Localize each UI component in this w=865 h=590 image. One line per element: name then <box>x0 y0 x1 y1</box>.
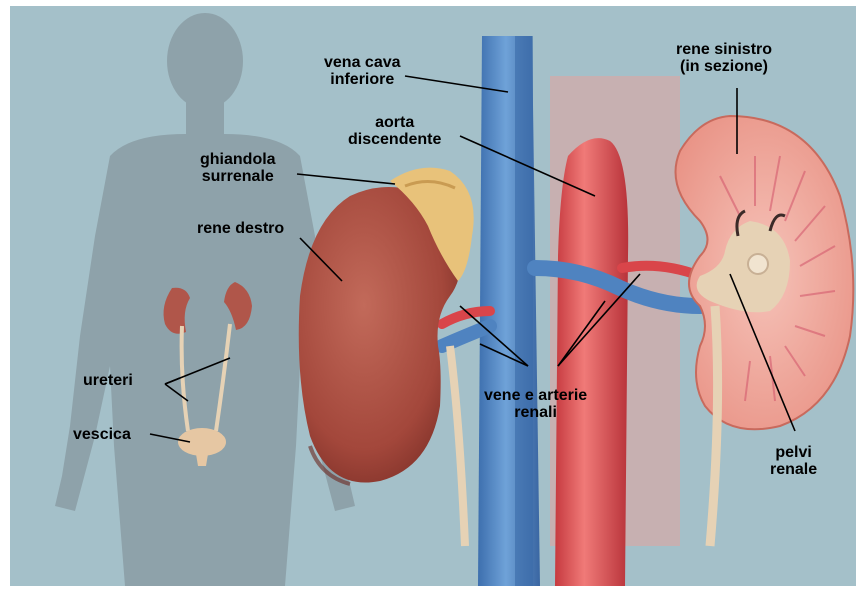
label-vescica-text: vescica <box>73 426 131 443</box>
left-kidney-section <box>676 116 854 546</box>
label-vena-cava: vena cava inferiore <box>324 54 401 88</box>
label-ureteri-text: ureteri <box>83 372 133 389</box>
label-rene-destro-text: rene destro <box>197 220 284 237</box>
aorta <box>555 138 628 586</box>
diagram-canvas: vena cava inferiore aorta discendente gh… <box>10 6 856 586</box>
label-rene-sinistro: rene sinistro (in sezione) <box>676 41 772 75</box>
label-pelvi: pelvi renale <box>770 444 817 478</box>
leader-ghiandola <box>297 174 395 184</box>
label-ghiandola: ghiandola surrenale <box>200 151 276 185</box>
label-aorta-text: aorta discendente <box>348 114 441 148</box>
label-rene-destro: rene destro <box>197 220 284 237</box>
label-vene-arterie: vene e arterie renali <box>484 387 587 421</box>
label-vena-cava-text: vena cava inferiore <box>324 54 401 88</box>
label-aorta: aorta discendente <box>348 114 441 148</box>
anatomy-illustration <box>10 6 856 586</box>
label-vene-arterie-text: vene e arterie renali <box>484 387 587 421</box>
label-ghiandola-text: ghiandola surrenale <box>200 151 276 185</box>
label-ureteri: ureteri <box>83 372 133 389</box>
label-pelvi-text: pelvi renale <box>770 444 817 478</box>
label-rene-sinistro-text: rene sinistro (in sezione) <box>676 41 772 75</box>
label-vescica: vescica <box>73 426 131 443</box>
